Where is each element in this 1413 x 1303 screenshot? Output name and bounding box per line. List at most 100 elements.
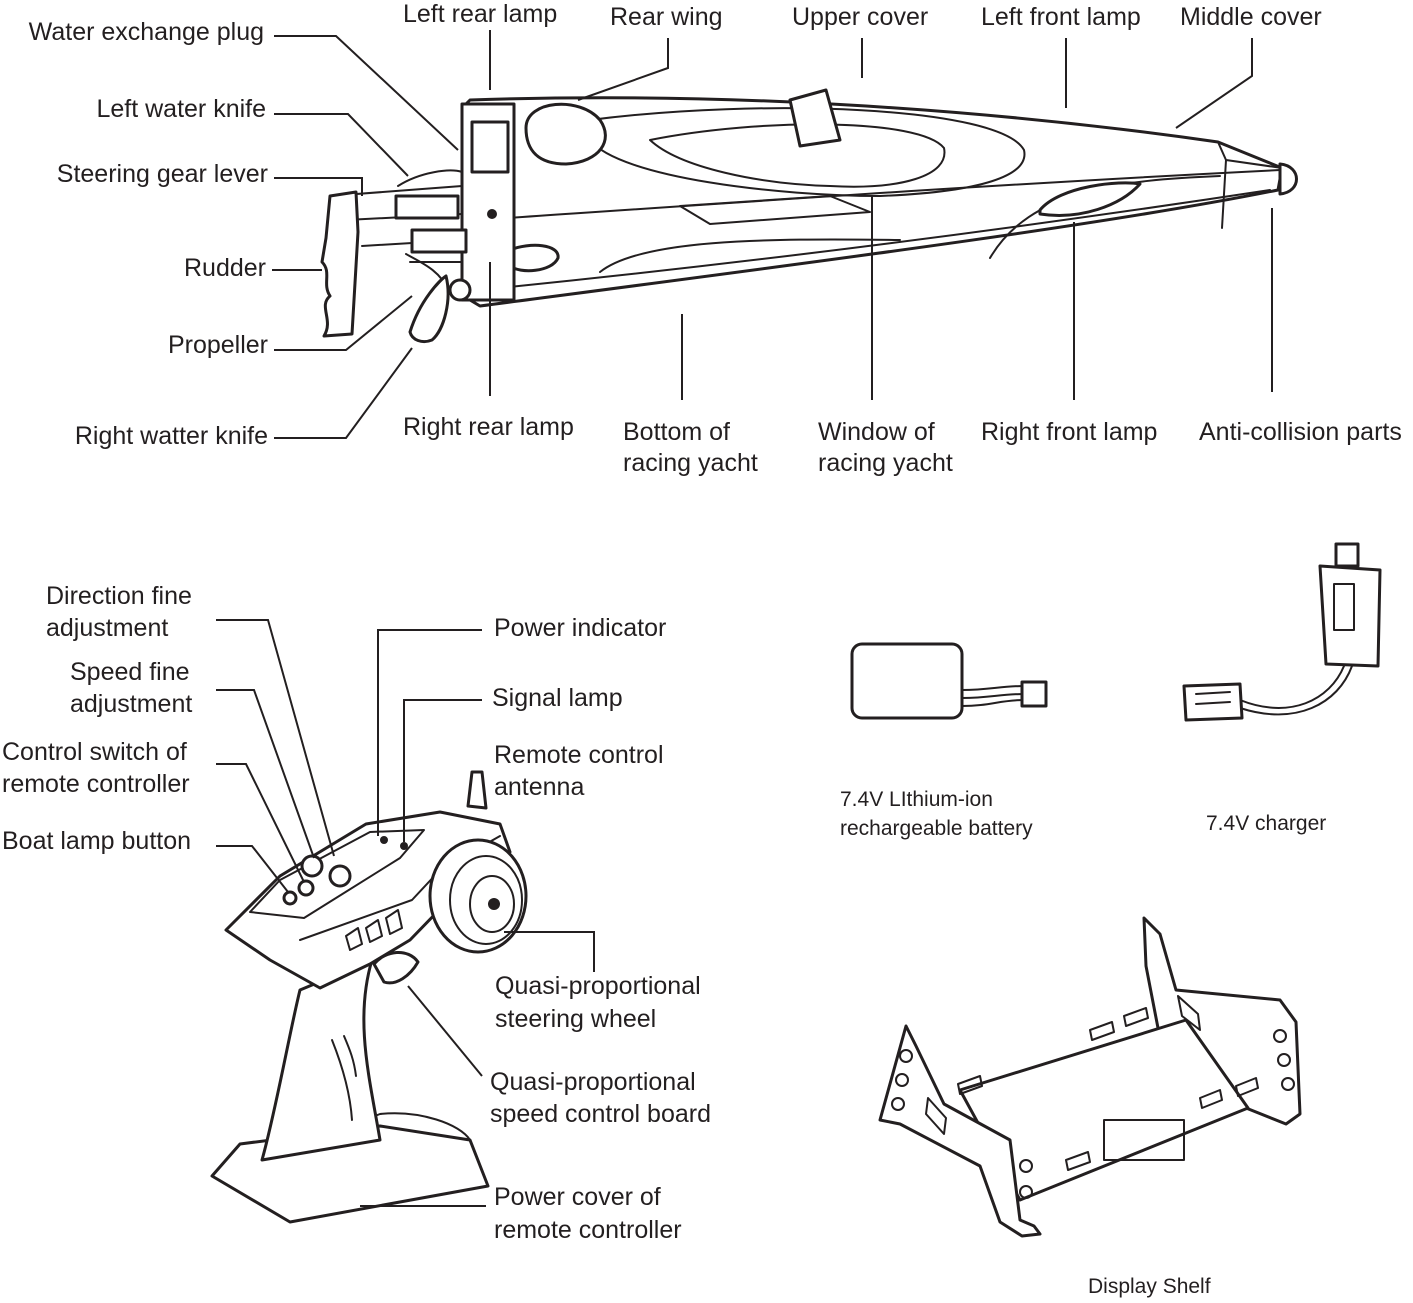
label-steering-line2: steering wheel: [495, 1005, 657, 1033]
remote-lamp-button: [282, 890, 298, 906]
boat-window: [679, 195, 871, 225]
label-left-front-lamp: Left front lamp: [981, 3, 1141, 31]
remote-base-top: [261, 1112, 471, 1161]
leader-speed-board: [407, 985, 483, 1077]
boat-motor-block: [410, 228, 468, 254]
label-powercover-line1: Power cover of: [494, 1183, 661, 1211]
leader-control-switch: [216, 763, 305, 883]
boat-rear-dome: [524, 102, 607, 166]
leader-middle-cover: [1175, 38, 1253, 129]
remote-wheel: [428, 838, 528, 954]
leader-water-exchange-plug: [274, 35, 459, 151]
remote-wheel-rim: [449, 855, 523, 945]
leader-propeller: [274, 295, 413, 351]
shelf-hole: [1019, 1159, 1033, 1173]
label-propeller: Propeller: [167, 331, 268, 359]
label-signal-lamp: Signal lamp: [492, 684, 623, 712]
leader-power-indicator: [377, 629, 482, 836]
leader-left-water-knife: [274, 113, 409, 177]
charger-connector-pins: [1195, 691, 1231, 705]
remote-switch: [297, 879, 315, 897]
shelf-hole: [899, 1049, 913, 1063]
leader-right-water-knife: [274, 347, 413, 439]
label-rear-wing: Rear wing: [610, 3, 723, 31]
label-speedboard-line1: Quasi-proportional: [490, 1068, 696, 1096]
label-steering-line1: Quasi-proportional: [495, 972, 701, 1000]
label-right-rear-lamp: Right rear lamp: [403, 413, 574, 441]
shelf-slots: [957, 1007, 1259, 1171]
shelf-hole: [891, 1097, 905, 1111]
leader-steering-gear-lever: [274, 177, 363, 196]
shelf-hole: [1277, 1053, 1291, 1067]
label-upper-cover: Upper cover: [792, 3, 929, 31]
remote-direction-knob: [300, 854, 324, 878]
remote-wheel-center: [488, 898, 500, 910]
boat-rudder: [320, 190, 360, 338]
battery-wires: [961, 685, 1025, 707]
boat-transom-plate: [470, 120, 510, 174]
label-right-water-knife: Right watter knife: [74, 422, 268, 450]
remote-top-panel: [249, 829, 425, 919]
label-direction-line2: adjustment: [46, 614, 169, 642]
boat-rear-lamp: [508, 243, 560, 273]
charger-body: [1318, 564, 1382, 668]
charger-cable: [1239, 665, 1353, 716]
remote-front-buttons: [345, 909, 403, 951]
caption-display-shelf: Display Shelf: [1088, 1275, 1211, 1298]
charger-illustration: [1182, 542, 1382, 722]
label-water-exchange-plug: Water exchange plug: [28, 18, 264, 46]
caption-battery-line2: rechargeable battery: [840, 817, 1033, 840]
boat-prop-hub: [448, 278, 472, 302]
label-speed-line1: Speed fine: [70, 658, 190, 686]
remote-speed-knob: [328, 864, 352, 888]
boat-bottom-line: [479, 189, 1271, 291]
remote-trigger: [372, 951, 420, 985]
remote-grip: [260, 958, 382, 1162]
boat-gear-block: [394, 194, 460, 220]
shelf-holes: [925, 995, 1201, 1135]
battery-illustration: [850, 642, 1048, 720]
remote-grip-ribs: [331, 1035, 357, 1121]
remote-signal-led: [400, 842, 408, 850]
battery-connector: [1020, 680, 1048, 708]
shelf-base-slot: [1103, 1119, 1185, 1161]
leader-signal-lamp: [403, 699, 482, 842]
shelf-hole: [1281, 1077, 1295, 1091]
label-middle-cover: Middle cover: [1180, 3, 1322, 31]
leader-direction-fine: [216, 619, 335, 857]
shelf-hole: [1273, 1029, 1287, 1043]
shelf-illustration: [878, 916, 1302, 1238]
label-bottom-line1: Bottom of: [623, 418, 730, 446]
boat-hull: [460, 96, 1284, 308]
label-direction-line1: Direction fine: [46, 582, 192, 610]
label-powercover-line2: remote controller: [494, 1216, 682, 1244]
label-rudder: Rudder: [184, 254, 266, 282]
shelf-hole: [1019, 1185, 1033, 1199]
label-boat-lamp-button: Boat lamp button: [2, 827, 192, 855]
caption-charger: 7.4V charger: [1206, 812, 1327, 835]
remote-illustration: [210, 770, 528, 1224]
label-control-line2: remote controller: [2, 770, 190, 798]
label-antenna-line2: antenna: [494, 773, 585, 801]
leader-boat-lamp: [216, 845, 289, 893]
shelf-hole: [895, 1073, 909, 1087]
shelf-front-panel: [878, 1024, 1042, 1238]
leader-steering-wheel: [504, 931, 595, 972]
label-antenna-line1: Remote control: [494, 741, 664, 769]
label-steering-gear-lever: Steering gear lever: [56, 160, 268, 188]
remote-leader-lines: [216, 619, 595, 1207]
battery-pack: [850, 642, 964, 720]
leader-rear-wing: [577, 38, 669, 101]
label-window-line2: racing yacht: [818, 449, 953, 477]
label-left-water-knife: Left water knife: [96, 95, 266, 123]
leader-speed-fine: [216, 689, 315, 859]
boat-nose: [1278, 162, 1298, 196]
label-left-rear-lamp: Left rear lamp: [403, 0, 558, 28]
boat-front-lamp: [1038, 181, 1142, 217]
label-control-line1: Control switch of: [2, 738, 187, 766]
caption-battery-line1: 7.4V LIthium-ion: [840, 788, 993, 811]
label-power-indicator: Power indicator: [494, 614, 667, 642]
boat-rear-wing: [788, 88, 842, 148]
